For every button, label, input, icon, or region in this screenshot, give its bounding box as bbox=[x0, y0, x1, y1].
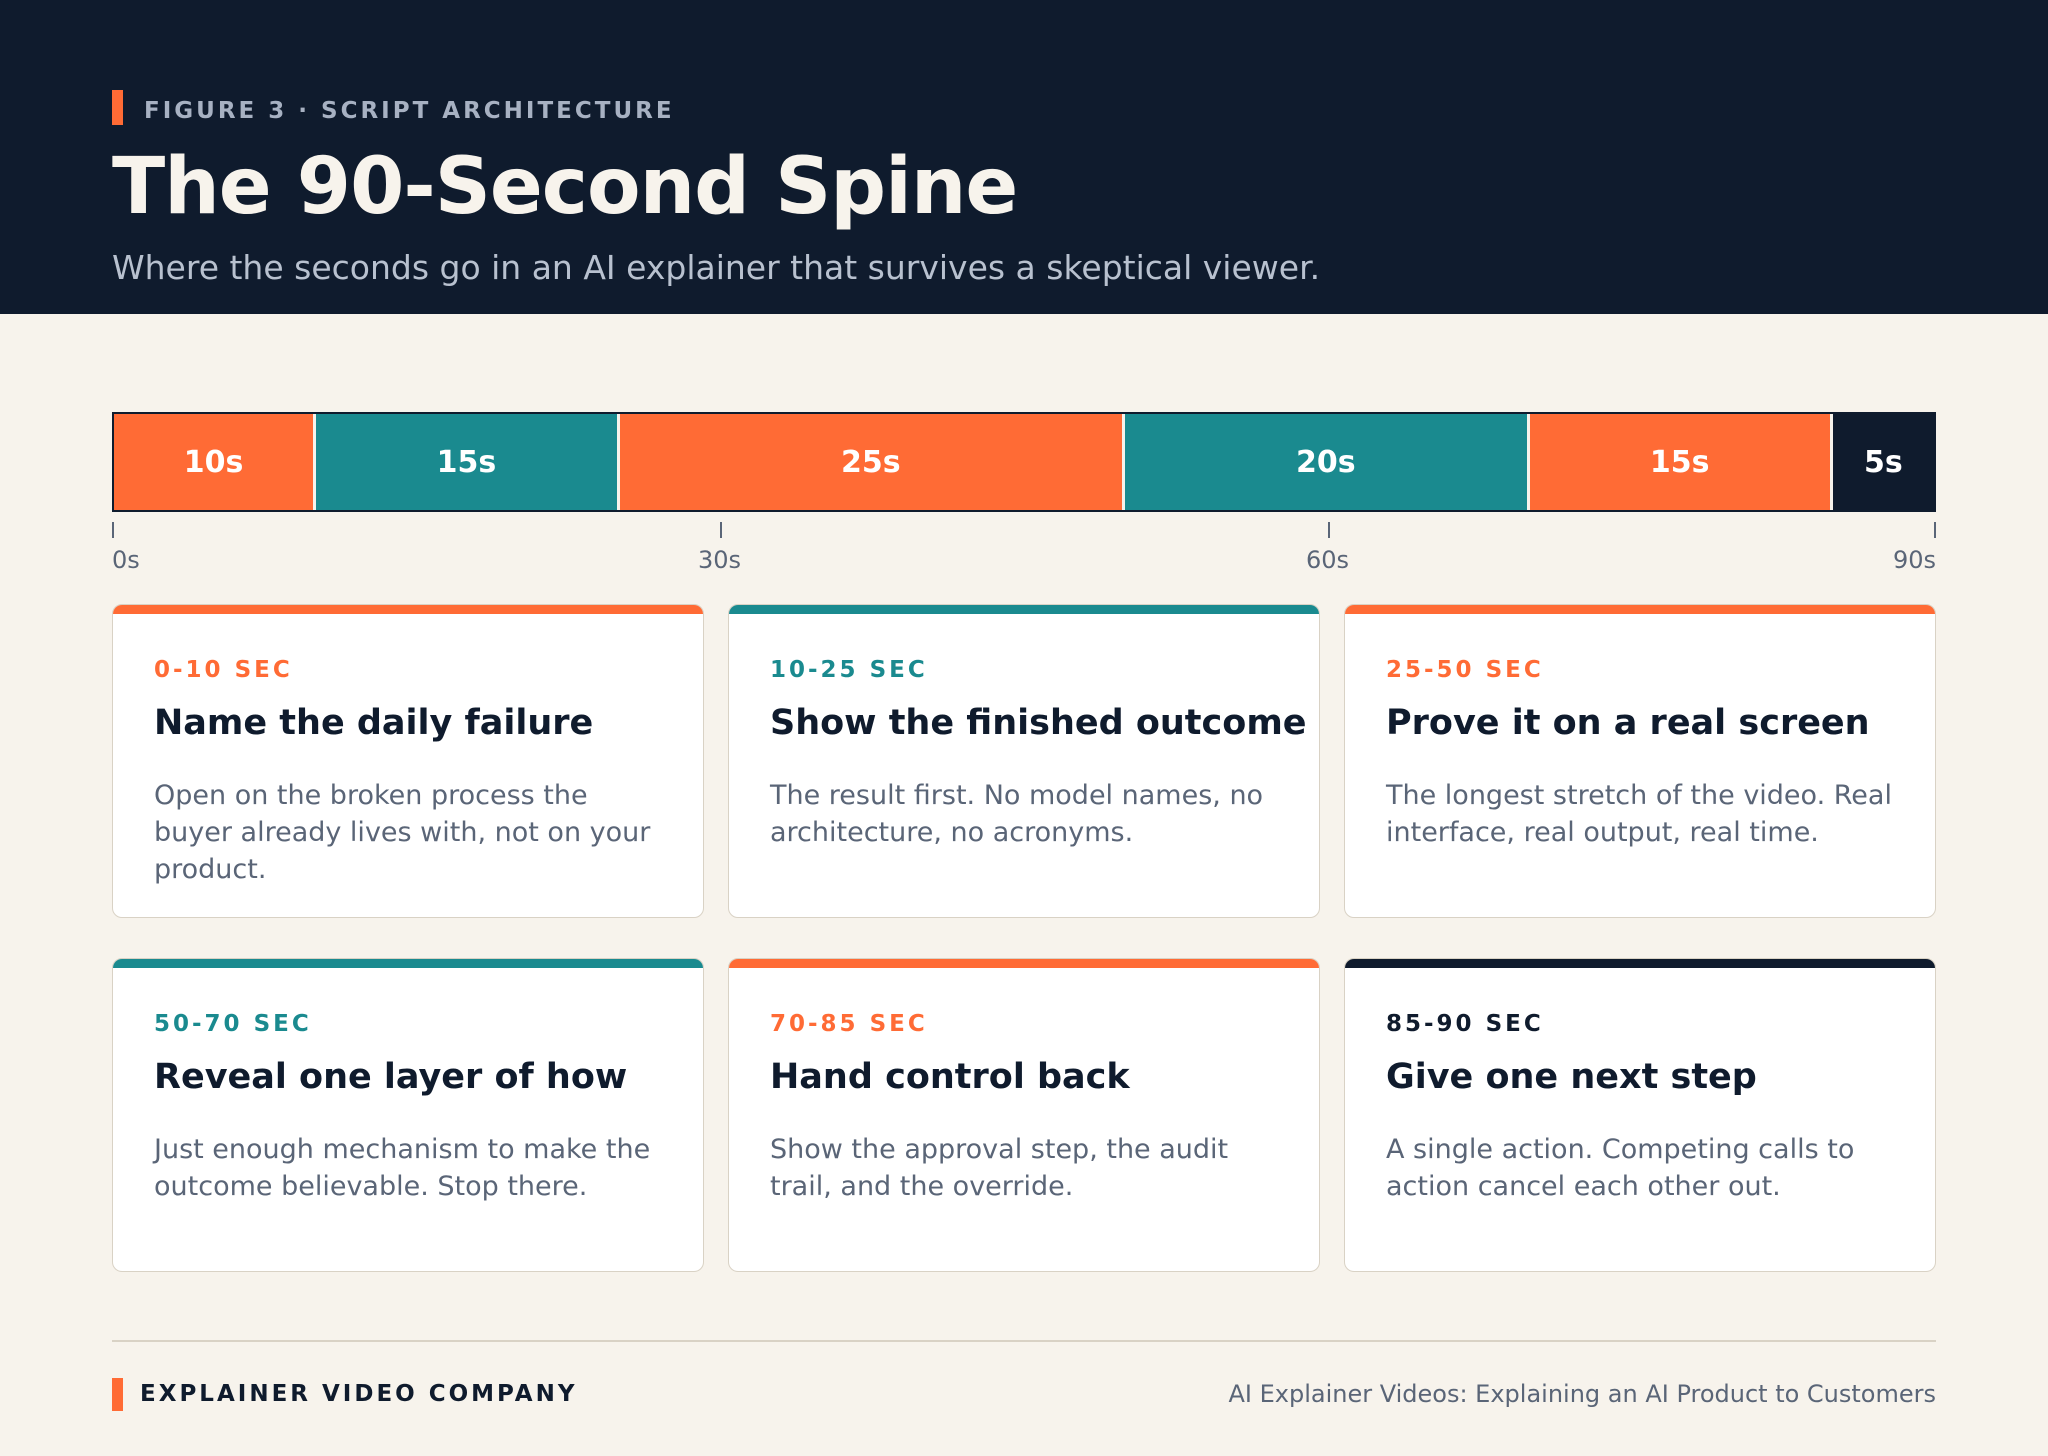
card-time-range: 85-90 SEC bbox=[1386, 1011, 1544, 1037]
card-time-range: 0-10 SEC bbox=[154, 657, 293, 683]
page-subtitle: Where the seconds go in an AI explainer … bbox=[112, 248, 1321, 287]
card-title: Show the finished outcome bbox=[770, 703, 1307, 743]
card-time-range: 25-50 SEC bbox=[1386, 657, 1544, 683]
footer-divider bbox=[112, 1340, 1936, 1342]
figure-eyebrow: FIGURE 3 · SCRIPT ARCHITECTURE bbox=[144, 98, 675, 124]
card-description: Open on the broken process the buyer alr… bbox=[154, 780, 651, 885]
card-description: The result first. No model names, no arc… bbox=[770, 780, 1264, 848]
card-time-range: 50-70 SEC bbox=[154, 1011, 312, 1037]
timeline-segment: 20s bbox=[1125, 414, 1530, 510]
card-title: Name the daily failure bbox=[154, 703, 594, 743]
card-accent-bar bbox=[1345, 605, 1935, 614]
axis-tick-label: 30s bbox=[698, 546, 742, 574]
footer-brand: EXPLAINER VIDEO COMPANY bbox=[140, 1381, 578, 1407]
card-accent-bar bbox=[113, 605, 703, 614]
timeline-segment: 5s bbox=[1832, 414, 1934, 510]
timeline-segment: 15s bbox=[1529, 414, 1833, 510]
card-title: Hand control back bbox=[770, 1057, 1130, 1097]
axis-tick bbox=[1328, 522, 1330, 538]
timeline-axis: 0s 30s 60s 90s bbox=[112, 522, 1936, 574]
card-title: Give one next step bbox=[1386, 1057, 1757, 1097]
card-time-range: 10-25 SEC bbox=[770, 657, 928, 683]
footer-accent-bar bbox=[112, 1378, 123, 1411]
card-description: Just enough mechanism to make the outcom… bbox=[154, 1134, 651, 1202]
card-description: A single action. Competing calls to acti… bbox=[1386, 1134, 1855, 1202]
card-accent-bar bbox=[1345, 959, 1935, 968]
axis-tick-label: 0s bbox=[112, 546, 140, 574]
timeline-segment: 25s bbox=[619, 414, 1126, 510]
card-title: Prove it on a real screen bbox=[1386, 703, 1870, 743]
eyebrow-accent-bar bbox=[112, 90, 123, 125]
page-title: The 90-Second Spine bbox=[112, 142, 1018, 232]
card-accent-bar bbox=[113, 959, 703, 968]
axis-tick bbox=[720, 522, 722, 538]
axis-tick-label: 60s bbox=[1306, 546, 1350, 574]
axis-tick-label: 90s bbox=[1892, 546, 1936, 574]
footer-source: AI Explainer Videos: Explaining an AI Pr… bbox=[1228, 1380, 1936, 1408]
card-time-range: 70-85 SEC bbox=[770, 1011, 928, 1037]
phase-card: 85-90 SEC Give one next step A single acti… bbox=[1344, 958, 1936, 1272]
card-accent-bar bbox=[729, 959, 1319, 968]
axis-tick bbox=[112, 522, 114, 538]
card-description: The longest stretch of the video. Real i… bbox=[1386, 780, 1892, 848]
header: FIGURE 3 · SCRIPT ARCHITECTURE The 90-Se… bbox=[0, 0, 2048, 314]
timeline-segment: 10s bbox=[114, 414, 317, 510]
axis-tick bbox=[1934, 522, 1936, 538]
card-description: Show the approval step, the audit trail,… bbox=[770, 1134, 1229, 1202]
timeline-segment: 15s bbox=[316, 414, 620, 510]
card-title: Reveal one layer of how bbox=[154, 1057, 628, 1097]
card-accent-bar bbox=[729, 605, 1319, 614]
